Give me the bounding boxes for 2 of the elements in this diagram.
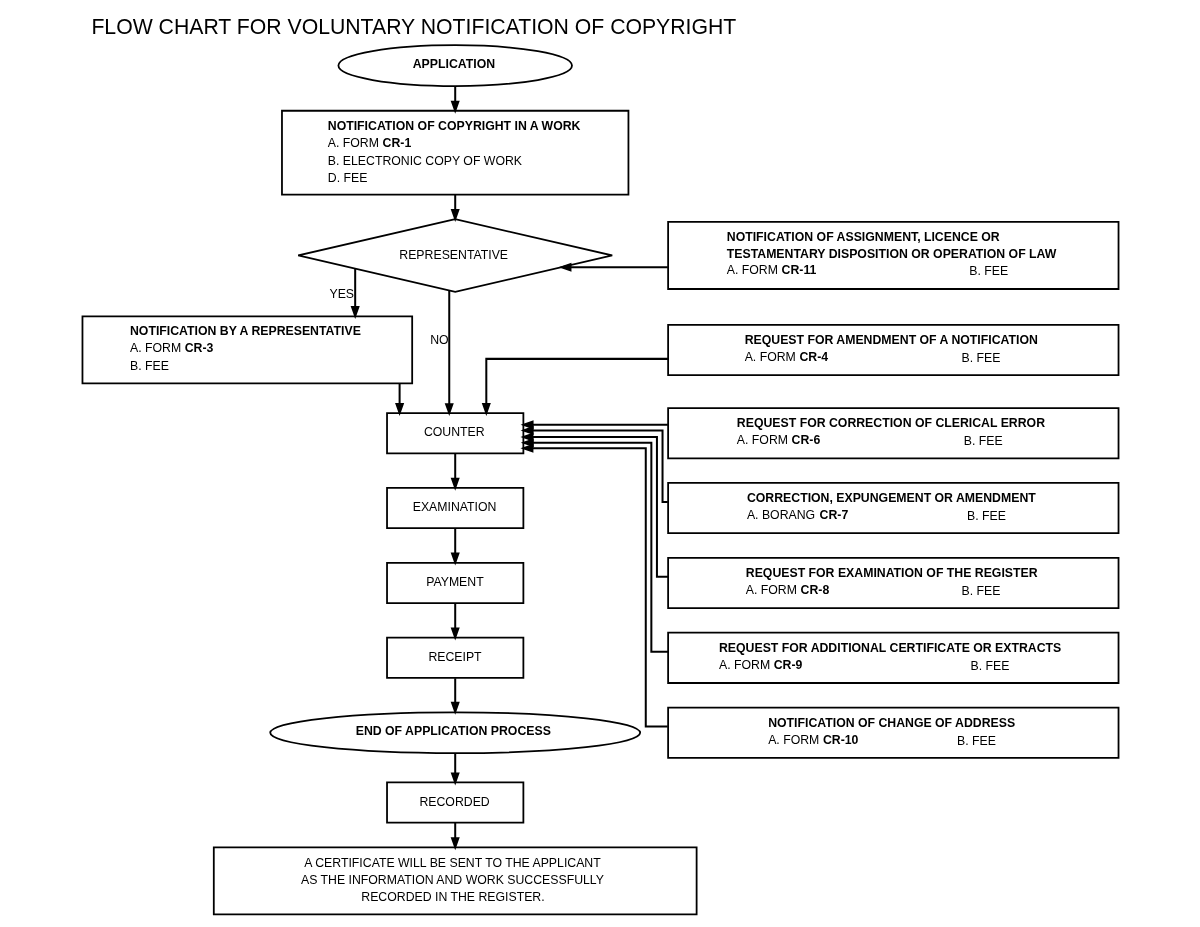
diagram-title: FLOW CHART FOR VOLUNTARY NOTIFICATION OF COPYRIGHT (90, 15, 736, 39)
edge-label: NO (429, 332, 449, 347)
